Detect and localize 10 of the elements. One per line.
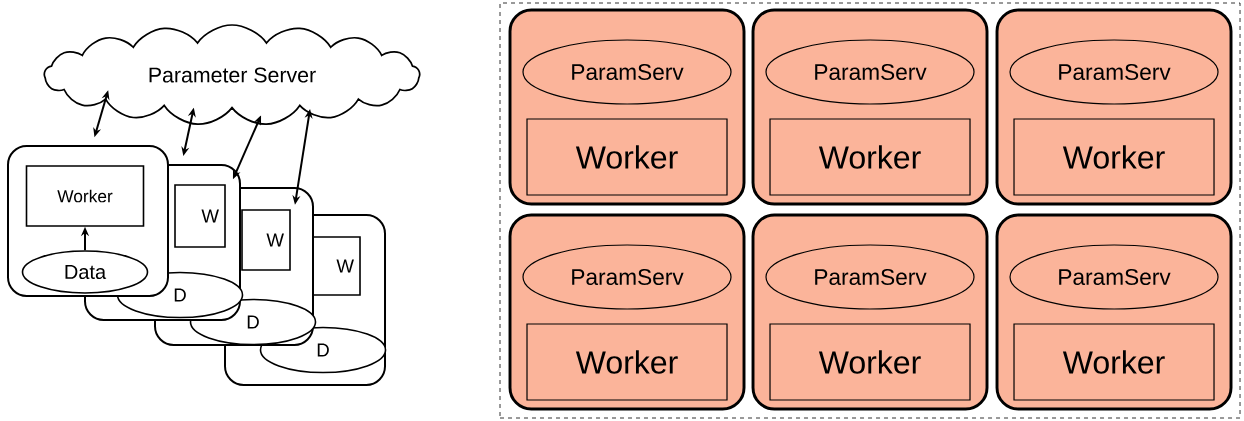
worker-box: Worker (526, 118, 728, 196)
cloud: Parameter Server (43, 24, 421, 125)
worker-box: Worker (1013, 118, 1215, 196)
worker-box: Worker (25, 165, 145, 227)
worker-box: Worker (526, 323, 728, 401)
worker-box: Worker (769, 323, 971, 401)
worker-box: Worker (769, 118, 971, 196)
dashed-frame (499, 2, 1241, 419)
worker-box: W (174, 184, 226, 248)
worker-box: Worker (1013, 323, 1215, 401)
